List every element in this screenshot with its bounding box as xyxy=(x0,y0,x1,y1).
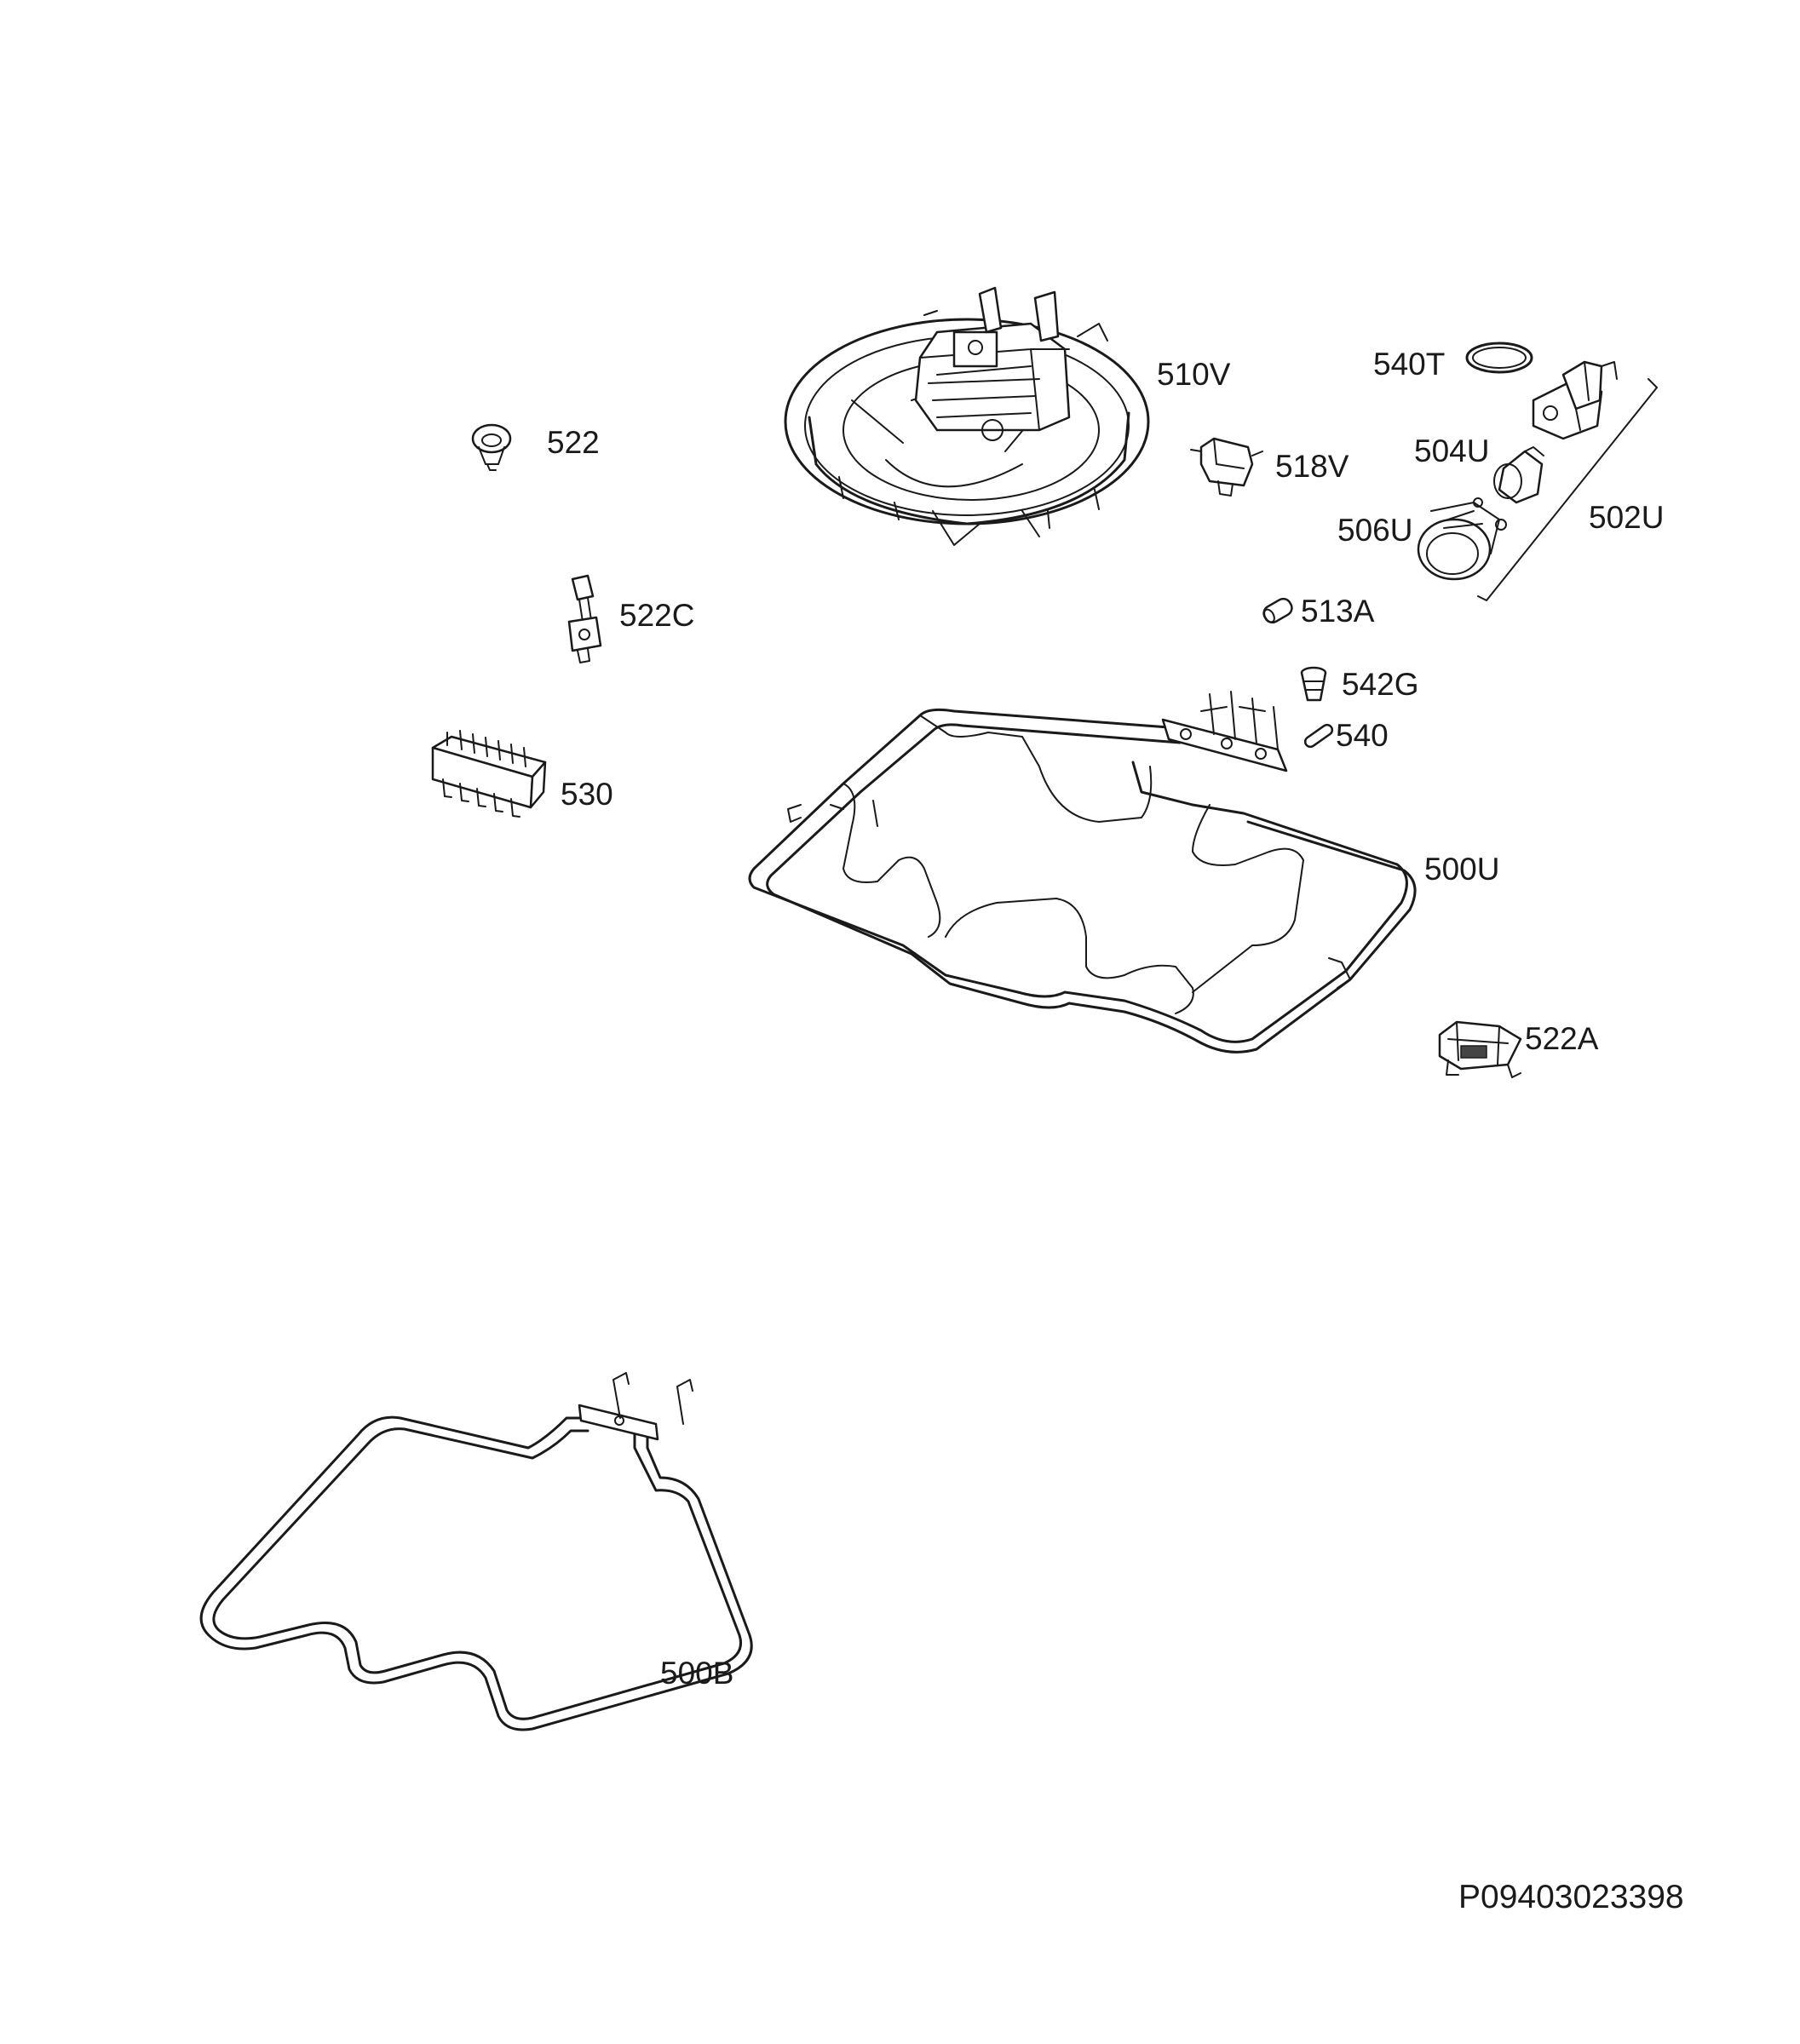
part-502U-lamp-holder[interactable] xyxy=(1532,360,1618,440)
part-500B-lower-heating-element[interactable] xyxy=(199,1372,753,1731)
part-504U-lamp[interactable] xyxy=(1493,446,1544,504)
part-540T-gasket[interactable] xyxy=(1465,342,1533,374)
label-500B: 500B xyxy=(660,1656,733,1691)
part-542G-cap[interactable] xyxy=(1300,666,1327,702)
group-bracket-502U xyxy=(1477,378,1658,601)
part-540-pin[interactable] xyxy=(1303,723,1334,749)
label-502U: 502U xyxy=(1589,500,1664,535)
label-500U: 500U xyxy=(1424,852,1499,887)
part-510V-fan-motor[interactable] xyxy=(784,286,1150,546)
part-530-terminal-block[interactable] xyxy=(431,730,547,818)
label-522C: 522C xyxy=(619,598,694,633)
label-530: 530 xyxy=(561,777,613,812)
label-542G: 542G xyxy=(1342,667,1419,702)
label-504U: 504U xyxy=(1414,433,1489,468)
document-number: P09403023398 xyxy=(1458,1879,1684,1915)
part-522-clip[interactable] xyxy=(471,423,512,471)
label-518V: 518V xyxy=(1275,449,1349,484)
part-506U-lamp-cover[interactable] xyxy=(1417,497,1507,581)
part-513A-connector[interactable] xyxy=(1261,596,1294,625)
label-513A: 513A xyxy=(1301,594,1375,629)
part-522A-thermostat[interactable] xyxy=(1438,1020,1522,1078)
label-522: 522 xyxy=(547,425,600,460)
label-540T: 540T xyxy=(1373,347,1445,382)
label-506U: 506U xyxy=(1337,513,1412,548)
part-518V-bracket[interactable] xyxy=(1190,437,1263,497)
part-500U-upper-heating-element[interactable] xyxy=(748,691,1417,1054)
label-522A: 522A xyxy=(1525,1021,1599,1056)
part-522C-sensor[interactable] xyxy=(567,574,602,663)
label-510V: 510V xyxy=(1157,357,1231,392)
label-540: 540 xyxy=(1336,718,1389,753)
